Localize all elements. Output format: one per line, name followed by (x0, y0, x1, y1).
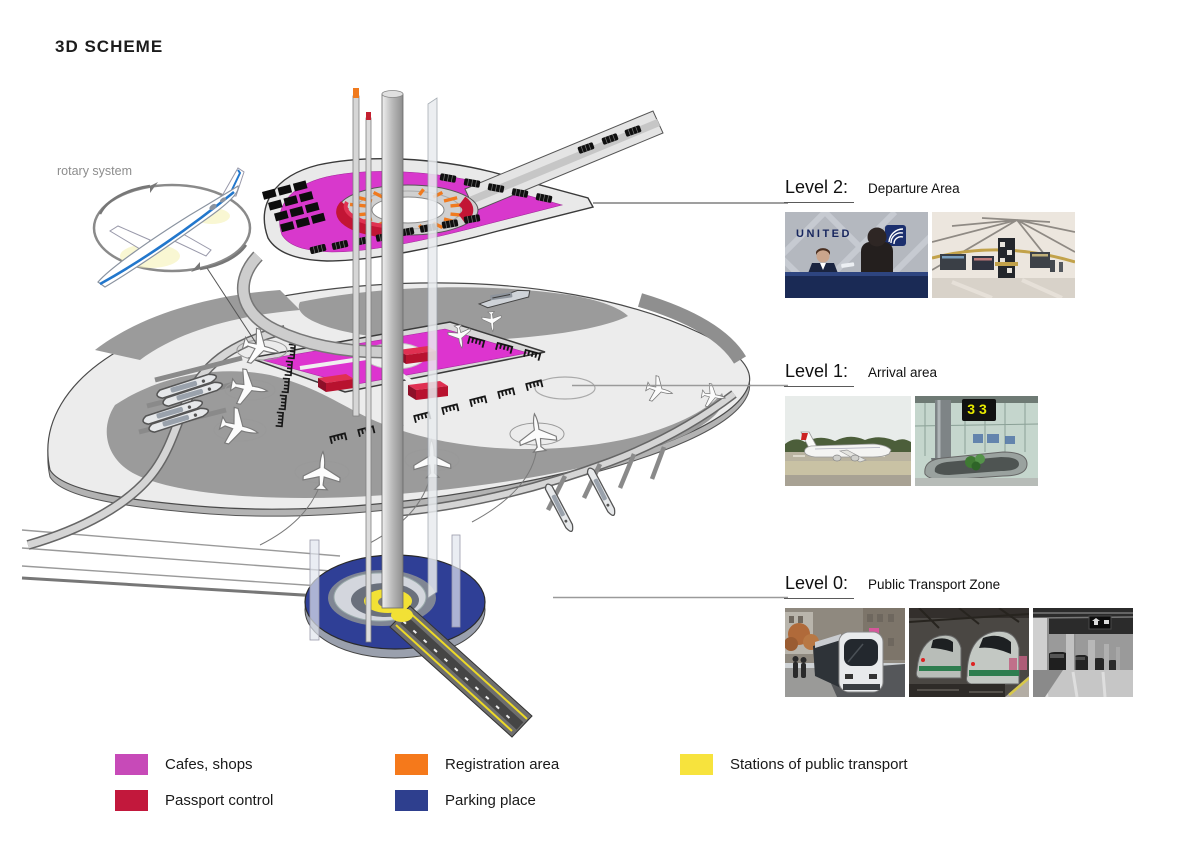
legend-item-public-transport-stations: Stations of public transport (680, 754, 908, 775)
photo-underground-parking (1033, 608, 1133, 697)
united-brand-text: UNITED (796, 228, 852, 240)
masts (352, 88, 438, 643)
legend-label: Passport control (165, 792, 274, 809)
transport-disc (304, 534, 533, 738)
rotary-system-inset (92, 167, 257, 344)
marina-right (399, 390, 737, 535)
passport-control-arc (336, 201, 385, 238)
apron-circle (534, 376, 596, 400)
legend-item-registration-area: Registration area (395, 754, 559, 775)
carousel-number: 33 (967, 401, 991, 417)
level-0-description: Public Transport Zone (868, 577, 1001, 592)
deck-facilities (262, 124, 643, 255)
photo-united-checkin: UNITED (785, 212, 928, 298)
level-2-annotation: Level 2: Departure Area UNITED (784, 177, 1075, 298)
legend-item-passport-control: Passport control (115, 790, 273, 811)
legend-item-cafes-shops: Cafes, shops (115, 754, 253, 775)
legend-swatch-public-transport-stations (680, 754, 713, 775)
train-left (915, 634, 962, 679)
access-road (389, 605, 533, 738)
legend-swatch-passport-control (115, 790, 148, 811)
airplane (800, 431, 892, 463)
photo-tram (785, 608, 905, 697)
level-0-annotation: Level 0: Public Transport Zone (784, 573, 1133, 697)
legend-label: Cafes, shops (165, 756, 253, 773)
legend-label: Parking place (445, 792, 536, 809)
level-2-description: Departure Area (868, 181, 960, 196)
level-1-title: Level 1: (784, 361, 855, 387)
ring-road-and-marina-left (26, 325, 287, 550)
pillars (1033, 618, 1120, 670)
legend-swatch-parking-place (395, 790, 428, 811)
agent-silhouette (816, 249, 830, 263)
carousel-sign (962, 399, 996, 421)
photo-high-speed-trains (909, 608, 1029, 697)
level-1-annotation: Level 1: Arrival area (784, 361, 1038, 486)
deck-ramp (237, 251, 386, 359)
rotary-airplane-sketch (97, 167, 245, 288)
column (935, 400, 951, 458)
legend-label: Registration area (445, 756, 560, 773)
page-title: 3D SCHEME (55, 37, 164, 56)
photo-baggage-claim: 33 (915, 396, 1038, 486)
legend-label: Stations of public transport (730, 756, 908, 773)
united-globe-logo (885, 225, 906, 246)
legend-item-parking-place: Parking place (395, 790, 536, 811)
pedestrians (792, 656, 807, 678)
train-right (966, 630, 1020, 685)
level-2-title: Level 2: (784, 177, 855, 203)
legend-swatch-registration-area (395, 754, 428, 775)
photo-duty-free-shops (932, 212, 1075, 298)
ferry-ship (477, 289, 531, 309)
tram (813, 631, 884, 693)
leader-lines (553, 202, 788, 599)
rotary-system-label: rotary system (57, 164, 133, 178)
photo-airplane-runway (785, 396, 911, 486)
legend-swatch-cafes-shops (115, 754, 148, 775)
level-0-title: Level 0: (784, 573, 855, 599)
level-1-description: Arrival area (868, 365, 938, 380)
